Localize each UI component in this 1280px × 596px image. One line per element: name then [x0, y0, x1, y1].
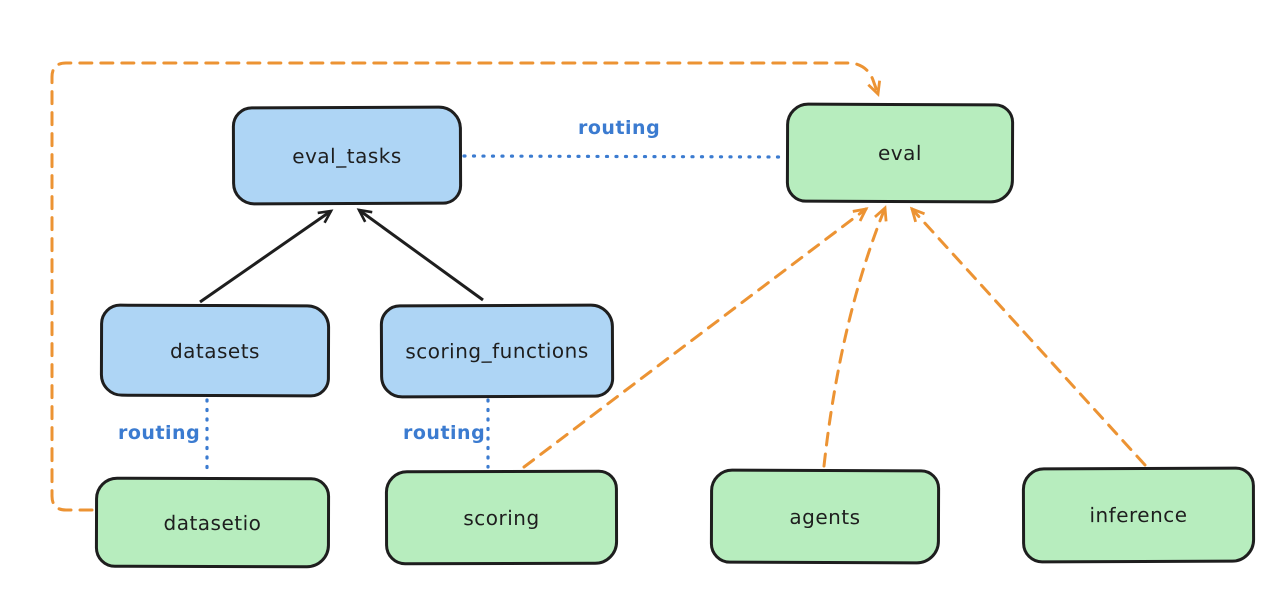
node-inference-label: inference: [1089, 502, 1188, 528]
node-datasetio: datasetio: [94, 476, 331, 569]
edge-inference-to-eval: [909, 206, 1147, 467]
node-eval: eval: [785, 102, 1015, 204]
node-scoring-label: scoring: [463, 505, 540, 530]
node-agents-label: agents: [789, 504, 861, 529]
node-datasets: datasets: [99, 303, 331, 398]
node-datasetio-label: datasetio: [163, 510, 262, 535]
edge-routing-eval-tasks-to-eval: [462, 154, 788, 159]
node-scoring-functions-label: scoring_functions: [405, 338, 589, 364]
edge-datasets-to-eval-tasks: [199, 209, 334, 304]
edge-agents-to-eval: [822, 205, 888, 468]
node-agents: agents: [709, 468, 941, 565]
routing-label-datasets-datasetio: routing: [118, 422, 201, 444]
edge-datasetio-to-eval: [50, 61, 882, 512]
node-eval-label: eval: [877, 140, 923, 166]
node-scoring-functions: scoring_functions: [379, 303, 615, 399]
node-datasets-label: datasets: [169, 338, 261, 363]
edge-scoring-functions-to-eval-tasks: [356, 208, 484, 302]
node-scoring: scoring: [384, 469, 619, 566]
routing-label-scoring-functions-scoring: routing: [403, 422, 486, 444]
node-eval-tasks-label: eval_tasks: [292, 143, 402, 168]
routing-label-eval-tasks-eval: routing: [578, 117, 661, 139]
node-eval-tasks: eval_tasks: [231, 105, 463, 206]
node-inference: inference: [1021, 466, 1256, 564]
edge-scoring-to-eval: [522, 207, 869, 469]
